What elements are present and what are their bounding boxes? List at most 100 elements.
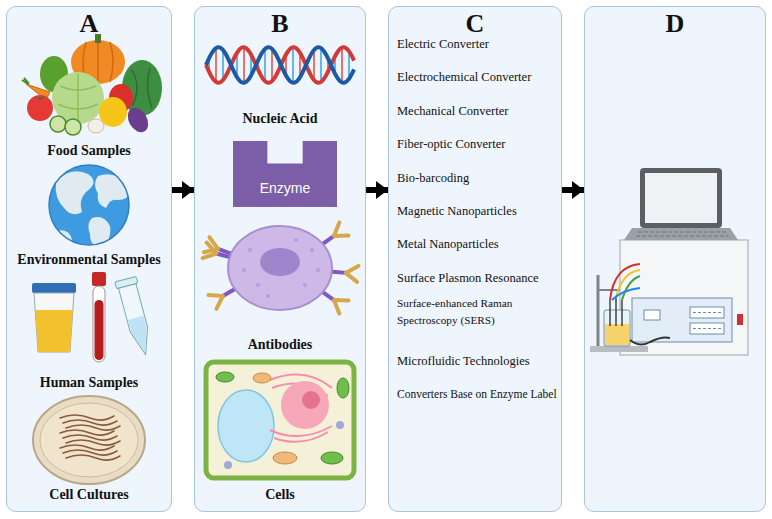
enzyme-outline xyxy=(233,141,337,207)
panel-ground xyxy=(584,6,766,512)
globe-icon xyxy=(56,171,129,246)
method-label: Converters Base on Enzyme Label xyxy=(397,386,557,403)
human-sample-icon xyxy=(95,300,104,360)
cell-icon xyxy=(336,421,344,429)
cell-icon xyxy=(321,452,343,464)
instrument-icon xyxy=(693,328,721,329)
antibody-cell-icon xyxy=(248,248,252,252)
vegetables-icon xyxy=(65,119,81,135)
cell-icon xyxy=(218,390,274,462)
text-holder: Electric Converter xyxy=(397,34,559,53)
antibody-cell-icon xyxy=(294,238,298,242)
instrument-icon xyxy=(632,298,732,342)
human-sample-icon xyxy=(32,283,76,293)
globe-icon xyxy=(95,174,129,208)
method-label: Bio-barcoding xyxy=(397,170,469,187)
instrument-icon xyxy=(630,338,670,345)
cell-icon xyxy=(337,378,349,398)
antibody-cell-icon xyxy=(266,294,270,298)
antibody-icon xyxy=(203,222,359,313)
petri-dish-icon xyxy=(60,415,114,420)
instrument-icon xyxy=(604,310,630,346)
text-holder: Environmental Samples xyxy=(7,250,171,268)
dna-icon xyxy=(215,48,217,82)
dna-icon xyxy=(206,47,354,83)
dna-icon xyxy=(292,47,294,83)
globe-icon xyxy=(49,165,129,245)
text-holder: C xyxy=(389,9,561,39)
globe-icon xyxy=(88,217,110,246)
enzyme-label: Enzyme xyxy=(260,180,311,197)
vegetables-icon xyxy=(88,119,104,133)
cell-icon xyxy=(206,362,354,478)
text-holder: Cell Cultures xyxy=(7,485,171,503)
vegetables-icon xyxy=(27,95,53,121)
instrument-icon xyxy=(737,314,743,325)
panel-letter: A xyxy=(80,9,99,39)
globe-icon xyxy=(49,165,129,246)
stage-panel: CElectric ConverterElectrochemical Conve… xyxy=(388,6,562,512)
stage-panel: BNucleic AcidAntibodiesCellsEnzyme xyxy=(194,6,366,512)
method-label: Surface Plasmon Resonance xyxy=(397,270,539,287)
petri-dish-icon xyxy=(63,420,117,425)
instrument-icon xyxy=(693,312,721,313)
instrument-icon xyxy=(605,324,629,345)
text-holder: Electrochemical Converter xyxy=(397,67,559,86)
method-label: Mechanical Converter xyxy=(397,103,508,120)
item-label: Human Samples xyxy=(40,374,138,391)
stage-panel: A Food SamplesEnvironmental SamplesHuman … xyxy=(6,6,172,512)
instrument-icon xyxy=(597,275,600,346)
text-holder: A xyxy=(7,9,171,39)
dna-icon xyxy=(243,47,245,83)
flow-arrow xyxy=(562,187,584,193)
vegetables-icon xyxy=(34,96,46,100)
item-label: Cells xyxy=(265,486,295,503)
cell-icon xyxy=(206,362,354,478)
petri-dish-icon xyxy=(60,445,114,450)
text-holder: Metal Nanoparticles xyxy=(397,234,559,253)
instrument-icon xyxy=(636,232,728,236)
text-holder: D xyxy=(585,9,765,39)
antibody-icon xyxy=(208,289,226,309)
instrument-icon xyxy=(624,228,738,240)
globe-icon xyxy=(49,165,129,245)
text-holder: Mechanical Converter xyxy=(397,101,559,120)
instrument-icon xyxy=(610,298,622,326)
petri-dish-icon xyxy=(33,396,145,484)
text-holder: Microfluidic Technologies xyxy=(397,351,559,370)
method-label: Fiber-optic Converter xyxy=(397,136,505,153)
human-sample-icon xyxy=(115,276,156,357)
method-label: Electrochemical Converter xyxy=(397,69,531,86)
text-holder: Magnetic Nanoparticles xyxy=(397,201,559,220)
method-label: Surface-enhanced Raman Spectroscopy (SER… xyxy=(397,295,559,329)
method-label: Metal Nanoparticles xyxy=(397,236,499,253)
panel-ground xyxy=(194,6,366,512)
antibody-cell-icon xyxy=(242,268,246,272)
antibody-icon xyxy=(203,243,219,262)
vegetables-icon xyxy=(22,78,29,84)
antibody-cell-icon xyxy=(303,283,307,287)
dna-icon xyxy=(206,47,354,83)
antibody-icon xyxy=(329,294,348,314)
dna-icon xyxy=(320,48,322,82)
text-holder: Food Samples xyxy=(7,141,171,159)
antibody-icon xyxy=(345,265,358,282)
text-holder: Antibodies xyxy=(195,335,365,353)
panel-ground xyxy=(6,6,172,512)
dna-icon xyxy=(341,47,343,82)
antibody-cell-icon xyxy=(260,248,300,276)
cell-icon xyxy=(302,391,320,409)
panel-letter: D xyxy=(666,9,685,39)
cell-icon xyxy=(216,372,234,382)
instrument-icon xyxy=(620,240,748,355)
vegetables-icon xyxy=(22,34,162,136)
panel-letter: C xyxy=(466,9,485,39)
method-label: Magnetic Nanoparticles xyxy=(397,203,517,220)
vegetables-icon xyxy=(58,74,98,122)
instrument-icon xyxy=(690,307,724,318)
cell-icon xyxy=(281,381,329,429)
flow-arrow xyxy=(172,187,194,193)
item-label: Nucleic Acid xyxy=(242,110,317,127)
flow-arrow xyxy=(366,187,388,193)
